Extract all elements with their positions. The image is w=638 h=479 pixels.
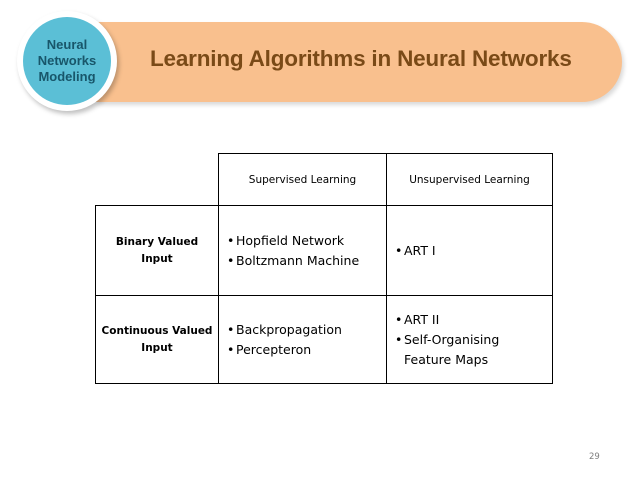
continuous-unsupervised-cell: •ART II •Self-Organising Feature Maps [386,295,553,384]
topic-badge: Neural Networks Modeling [17,11,117,111]
bullet-icon: • [227,341,235,357]
bullet-icon: • [227,321,235,337]
row-header-line: Binary Valued [115,235,199,248]
bullet-icon: • [395,331,403,347]
continuous-supervised-cell: •Backpropagation •Percepteron [218,295,387,384]
bullet-icon: • [395,242,403,258]
list-item: •Backpropagation [227,320,386,340]
table-row: Binary Valued Input •Hopfield Network •B… [95,205,553,296]
list-item: •Percepteron [227,340,386,360]
topic-badge-circle: Neural Networks Modeling [23,17,111,105]
row-header-continuous: Continuous Valued Input [95,295,219,384]
badge-line: Neural [46,37,88,52]
table-corner-cell [95,153,219,206]
row-header-binary: Binary Valued Input [95,205,219,296]
column-header-unsupervised: Unsupervised Learning [386,153,553,206]
learning-table: Supervised Learning Unsupervised Learnin… [95,153,553,384]
binary-unsupervised-cell: •ART I [386,205,553,296]
list-item: •Self-Organising [395,330,552,350]
column-header-supervised: Supervised Learning [218,153,387,206]
row-header-line: Input [141,341,173,354]
page-number: 29 [589,452,600,462]
table-row: Continuous Valued Input •Backpropagation… [95,295,553,384]
list-item: •Boltzmann Machine [227,251,386,271]
bullet-icon: • [227,252,235,268]
row-header-line: Continuous Valued [101,324,213,337]
list-item-continuation: Feature Maps [395,350,552,370]
badge-line: Modeling [38,69,96,84]
binary-supervised-cell: •Hopfield Network •Boltzmann Machine [218,205,387,296]
list-item-text: Hopfield Network [236,232,345,248]
list-item-text: Self-Organising [404,331,500,347]
bullet-icon: • [395,311,403,327]
row-header-line: Input [141,252,173,265]
list-item-text: Boltzmann Machine [236,252,360,268]
list-item-text: Percepteron [236,341,312,357]
list-item: •Hopfield Network [227,231,386,251]
list-item: •ART I [395,241,552,261]
badge-line: Networks [37,53,97,68]
list-item: •ART II [395,310,552,330]
list-item-text: Backpropagation [236,321,342,337]
table-header-row: Supervised Learning Unsupervised Learnin… [95,153,553,206]
list-item-text: ART I [404,242,436,258]
list-item-text: Feature Maps [404,351,489,367]
list-item-text: ART II [404,311,440,327]
title-banner [96,22,622,102]
bullet-icon: • [227,232,235,248]
slide-title: Learning Algorithms in Neural Networks [150,46,572,71]
